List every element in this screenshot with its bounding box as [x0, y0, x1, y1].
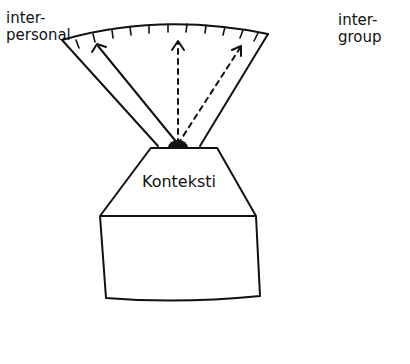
axis-end-label: inter- group	[338, 12, 400, 46]
pivot	[168, 140, 188, 148]
dial-side	[62, 40, 158, 146]
dial-side	[200, 34, 268, 146]
dashed-needle	[178, 48, 240, 144]
base-label: Konteksti	[96, 172, 262, 191]
arrowhead	[92, 44, 106, 52]
tick-marks	[76, 24, 258, 48]
arrowhead	[232, 46, 241, 56]
base-outline	[96, 146, 262, 306]
context-base: Konteksti	[96, 146, 262, 306]
solid-needle	[98, 46, 178, 144]
axis-end-label: inter- personal	[6, 10, 72, 44]
arrowhead	[172, 41, 184, 50]
dashed-needle	[177, 42, 179, 144]
dial-outer-arc	[62, 24, 268, 40]
